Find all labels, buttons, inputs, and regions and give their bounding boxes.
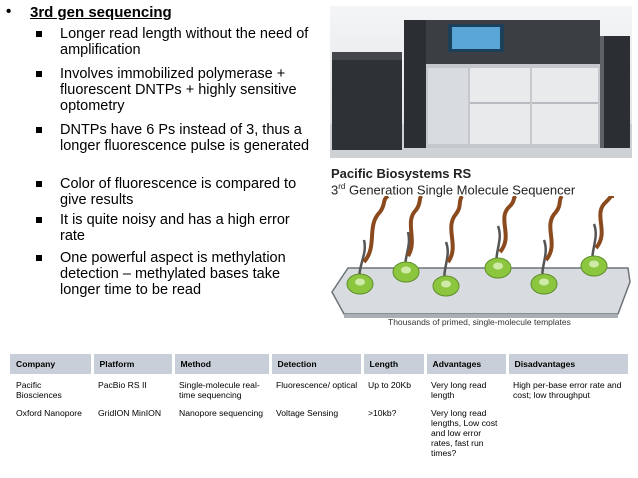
sub-bullet-text: Involves immobilized polymerase + fluore…: [60, 66, 297, 114]
column-header: Method: [171, 354, 270, 374]
table-cell: Up to 20Kb: [368, 380, 411, 390]
square-bullet-icon: [36, 31, 42, 37]
single-molecule-diagram: [331, 196, 631, 318]
molecule: [432, 196, 464, 297]
table-cell: >10kb?: [368, 408, 397, 418]
table-cell: Voltage Sensing: [276, 408, 339, 418]
square-bullet-icon: [36, 127, 42, 133]
sequencer-machine-image: [330, 20, 632, 158]
figure-subtitle-rest: Generation Single Molecule Sequencer: [345, 182, 576, 198]
table-cell: High per-base error rate and cost; low t…: [513, 380, 622, 400]
table-cell: Fluorescence/ optical: [276, 380, 358, 390]
comparison-table: Company Platform Method Detection Length…: [10, 354, 628, 460]
figure-title: Pacific Biosystems RS: [331, 166, 472, 181]
table-cell: GridION MinION: [98, 408, 162, 418]
sub-bullet-text: DNTPs have 6 Ps instead of 3, thus a lon…: [60, 122, 310, 154]
molecule: [392, 196, 424, 283]
column-header: Company: [10, 354, 92, 374]
table-cell: PacBio RS II: [98, 380, 147, 390]
table-header-row: Company Platform Method Detection Length…: [10, 354, 628, 374]
bullet-dot-icon: •: [6, 3, 12, 20]
sub-bullet-text: It is quite noisy and has a high error r…: [60, 212, 290, 244]
column-header: Detection: [268, 354, 362, 374]
figure-caption: Thousands of primed, single-molecule tem…: [388, 317, 571, 327]
sub-bullet-text: Color of fluorescence is compared to giv…: [60, 176, 297, 208]
square-bullet-icon: [36, 255, 42, 261]
table-cell: Very long read length: [431, 380, 487, 400]
column-header: Length: [360, 354, 425, 374]
figure-subtitle: 3rd Generation Single Molecule Sequencer: [331, 182, 575, 197]
table-cell: Very long read lengths, Low cost and low…: [431, 408, 498, 458]
column-header: Platform: [90, 354, 173, 374]
molecule: [580, 196, 615, 277]
sub-bullet-text: Longer read length without the need of a…: [60, 26, 309, 58]
column-header: Advantages: [423, 354, 507, 374]
square-bullet-icon: [36, 71, 42, 77]
sub-bullet-text: One powerful aspect is methylation detec…: [60, 250, 286, 298]
square-bullet-icon: [36, 217, 42, 223]
table-row: Pacific Biosciences PacBio RS II Single-…: [10, 374, 628, 402]
molecule: [484, 196, 518, 279]
molecule: [346, 196, 390, 295]
figure-subtitle-number: 3: [331, 182, 339, 198]
table-cell: [507, 402, 628, 460]
main-bullet-text: 3rd gen sequencing: [30, 4, 172, 21]
table-cell: Single-molecule real-time sequencing: [179, 380, 260, 400]
table-cell: Oxford Nanopore: [16, 408, 82, 418]
table-row: Oxford Nanopore GridION MinION Nanopore …: [10, 402, 628, 460]
figure-subtitle-sup: rd: [338, 182, 346, 191]
sequencer-photo: [330, 6, 632, 158]
molecule: [530, 196, 564, 295]
table-cell: Pacific Biosciences: [16, 380, 62, 400]
square-bullet-icon: [36, 181, 42, 187]
table-cell: Nanopore sequencing: [179, 408, 264, 418]
column-header: Disadvantages: [505, 354, 628, 374]
